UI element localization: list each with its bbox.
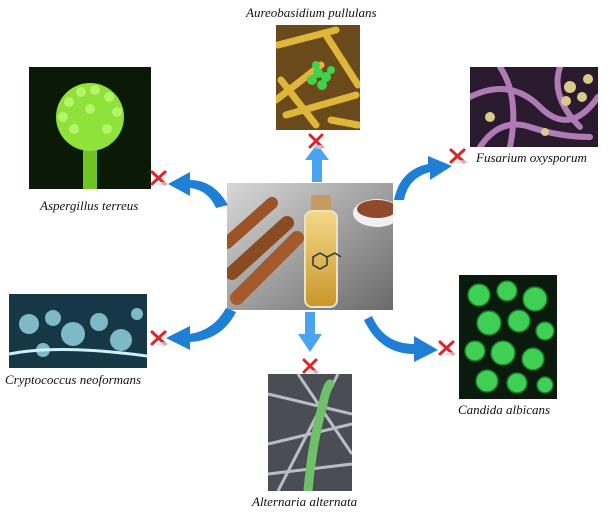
caption-aspergillus: Aspergillus terreus bbox=[40, 198, 139, 213]
inhibit-mark-aspergillus bbox=[150, 170, 167, 186]
caption-aureobasidium: Aureobasidium pullulans bbox=[246, 5, 377, 20]
image-alternaria bbox=[268, 374, 352, 491]
image-aspergillus bbox=[29, 67, 151, 189]
arrow-down bbox=[298, 312, 322, 352]
inhibit-mark-fusarium bbox=[449, 148, 466, 164]
inhibit-mark-cryptococcus bbox=[150, 330, 167, 346]
arrow-up bbox=[305, 144, 329, 182]
image-fusarium bbox=[470, 67, 598, 147]
arrow-upper-left bbox=[168, 172, 228, 208]
caption-alternaria: Alternaria alternata bbox=[252, 494, 358, 509]
caption-fusarium: Fusarium oxysporum bbox=[476, 150, 587, 165]
image-cinnamon-oil bbox=[227, 183, 393, 310]
image-aureobasidium bbox=[276, 25, 360, 130]
arrow-lower-left bbox=[166, 308, 236, 350]
arrow-upper-right bbox=[394, 156, 452, 200]
arrow-lower-right bbox=[364, 316, 438, 362]
inhibit-mark-candida bbox=[438, 340, 455, 356]
caption-cryptococcus: Cryptococcus neoformans bbox=[5, 372, 142, 387]
image-candida bbox=[459, 275, 557, 399]
caption-candida: Candida albicans bbox=[458, 402, 551, 417]
image-cryptococcus bbox=[9, 294, 147, 368]
